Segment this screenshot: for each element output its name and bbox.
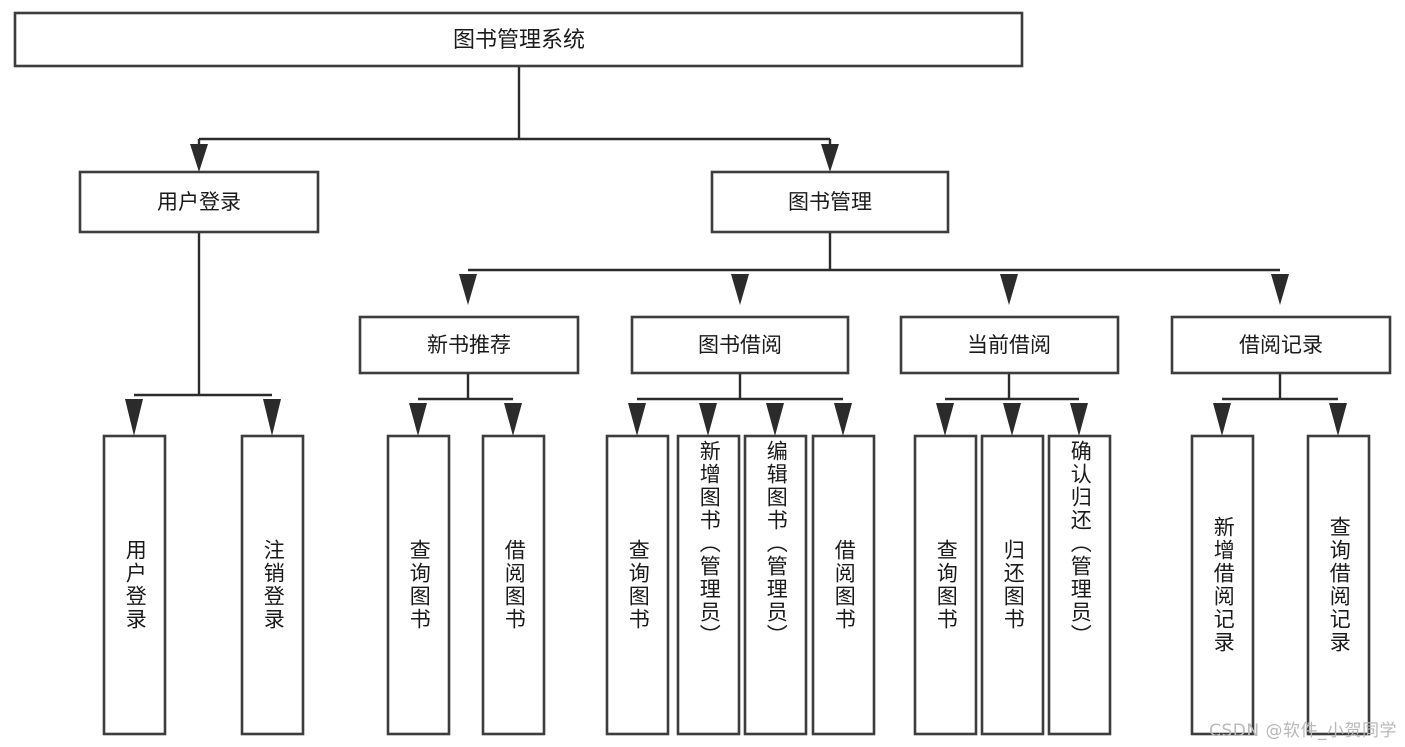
node-new-book-recommend-label: 新书推荐 [427,333,511,357]
leaf-box-leaf-borrow-book-2[interactable] [811,434,876,736]
leaf-box-leaf-user-login[interactable] [102,434,167,736]
node-book-borrow-label: 图书借阅 [698,333,782,357]
node-new-book-recommend[interactable]: 新书推荐 [358,315,580,375]
node-user-login-label: 用户登录 [157,190,241,214]
leaf-box-leaf-user-logout[interactable] [240,434,305,736]
node-current-borrow[interactable]: 当前借阅 [899,315,1120,375]
node-borrow-record[interactable]: 借阅记录 [1170,315,1392,375]
node-root[interactable]: 图书管理系统 [13,11,1024,68]
arrowhead-leaf-confirm-return [1070,403,1088,436]
arrowhead-leaf-query-record [1329,403,1347,436]
node-borrow-record-label: 借阅记录 [1239,333,1323,357]
leaf-box-leaf-query-book-1[interactable] [386,434,451,736]
node-book-borrow[interactable]: 图书借阅 [630,315,850,375]
leaf-box-leaf-add-book[interactable] [676,434,741,736]
node-user-login[interactable]: 用户登录 [78,170,320,234]
arrowhead-current-borrow [1000,274,1018,305]
arrowhead-leaf-user-login [125,399,143,436]
arrowhead-book-borrow [731,274,749,305]
node-book-management-label: 图书管理 [788,190,872,214]
leaf-box-leaf-return-book[interactable] [980,434,1045,736]
node-new-book-recommend-box[interactable] [358,315,580,375]
leaf-box-leaf-edit-book[interactable] [743,434,808,736]
leaf-box-group [102,434,1371,736]
arrowhead-leaf-return-book [1003,403,1021,436]
node-current-borrow-box[interactable] [899,315,1120,375]
node-user-login-box[interactable] [78,170,320,234]
watermark-text: CSDN @软件_小贺同学 [1209,721,1397,741]
leaf-box-leaf-confirm-return[interactable] [1047,434,1112,736]
arrowhead-leaf-query-book-3 [936,403,954,436]
node-book-borrow-box[interactable] [630,315,850,375]
arrowhead-leaf-user-logout [263,399,281,436]
node-current-borrow-label: 当前借阅 [967,333,1051,357]
node-book-management-box[interactable] [710,170,950,234]
leaf-box-leaf-borrow-book-1[interactable] [481,434,546,736]
arrowhead-leaf-add-book [699,403,717,436]
node-book-management[interactable]: 图书管理 [710,170,950,234]
arrowhead-new-book-recommend [459,274,477,305]
arrowhead-book-management [821,144,839,172]
node-root-label: 图书管理系统 [453,28,585,53]
leaf-box-leaf-query-book-3[interactable] [913,434,978,736]
arrowhead-leaf-query-book-1 [409,403,427,436]
arrowhead-leaf-query-book-2 [628,403,646,436]
connector-group [125,66,1347,436]
node-root-box[interactable] [13,11,1024,68]
arrowhead-borrow-record [1271,274,1289,305]
arrowhead-user-login [190,144,208,172]
arrowhead-leaf-borrow-book-1 [504,403,522,436]
arrowhead-leaf-edit-book [766,403,784,436]
leaf-box-leaf-query-book-2[interactable] [605,434,670,736]
leaf-box-leaf-add-record[interactable] [1190,434,1255,736]
node-borrow-record-box[interactable] [1170,315,1392,375]
arrowhead-leaf-add-record [1213,403,1231,436]
leaf-box-leaf-query-record[interactable] [1306,434,1371,736]
arrowhead-leaf-borrow-book-2 [834,403,852,436]
